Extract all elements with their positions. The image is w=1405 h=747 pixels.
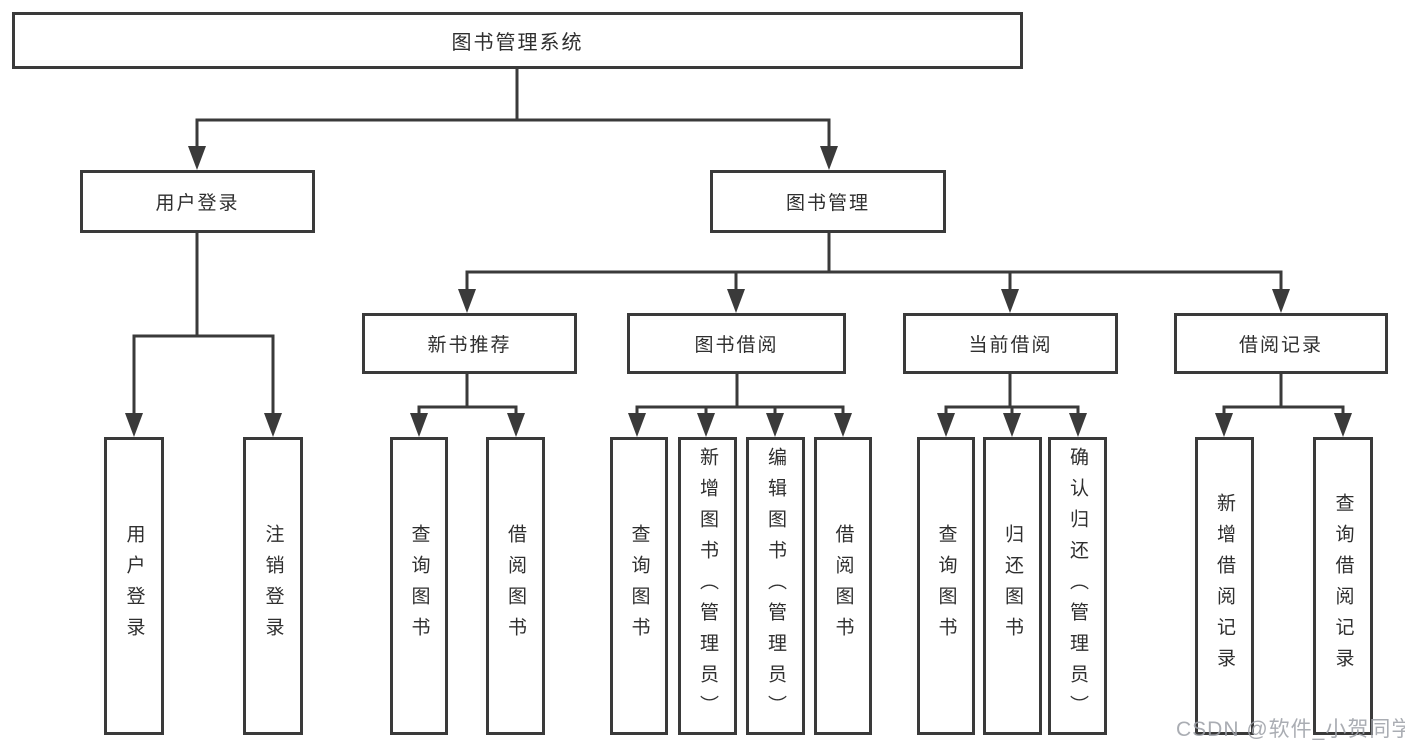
leaf-label: 查询图书 bbox=[935, 524, 957, 648]
node-label: 借阅记录 bbox=[1238, 335, 1323, 356]
leaf-label: 查询图书 bbox=[408, 524, 430, 648]
leaf-label: 确认归还（管理员） bbox=[1067, 446, 1088, 726]
node-label: 图书管理系统 bbox=[451, 32, 584, 54]
leaf-logout: 注销登录 bbox=[243, 437, 303, 735]
node-book-management: 图书管理 bbox=[710, 170, 946, 233]
leaf-label: 查询图书 bbox=[628, 524, 650, 648]
leaf-label: 借阅图书 bbox=[505, 524, 526, 648]
node-label: 图书借阅 bbox=[694, 335, 779, 356]
leaf-return-books: 归还图书 bbox=[983, 437, 1042, 735]
leaf-query-books-borrow: 查询图书 bbox=[610, 437, 668, 735]
leaf-edit-books-admin: 编辑图书（管理员） bbox=[746, 437, 805, 735]
leaf-label: 查询借阅记录 bbox=[1332, 493, 1354, 679]
leaf-label: 注销登录 bbox=[262, 524, 284, 648]
csdn-watermark: CSDN @软件_小贺同学 bbox=[1176, 718, 1405, 741]
node-label: 新书推荐 bbox=[427, 335, 512, 356]
leaf-borrow-books: 借阅图书 bbox=[814, 437, 872, 735]
node-new-book-recommend: 新书推荐 bbox=[362, 313, 577, 374]
leaf-user-login: 用户登录 bbox=[104, 437, 164, 735]
node-label: 当前借阅 bbox=[968, 335, 1053, 356]
node-user-login: 用户登录 bbox=[80, 170, 315, 233]
leaf-label: 借阅图书 bbox=[832, 524, 854, 648]
node-current-borrow: 当前借阅 bbox=[903, 313, 1118, 374]
leaf-query-books-current: 查询图书 bbox=[917, 437, 975, 735]
leaf-confirm-return-admin: 确认归还（管理员） bbox=[1048, 437, 1107, 735]
leaf-label: 新增借阅记录 bbox=[1214, 493, 1235, 679]
node-library-management-system: 图书管理系统 bbox=[12, 12, 1023, 69]
leaf-query-books-recommend: 查询图书 bbox=[390, 437, 448, 735]
leaf-query-borrow-record: 查询借阅记录 bbox=[1313, 437, 1373, 735]
leaf-label: 用户登录 bbox=[123, 524, 145, 648]
leaf-add-books-admin: 新增图书（管理员） bbox=[678, 437, 737, 735]
node-label: 图书管理 bbox=[785, 193, 870, 214]
leaf-label: 新增图书（管理员） bbox=[697, 446, 718, 726]
leaf-borrow-books-recommend: 借阅图书 bbox=[486, 437, 545, 735]
node-label: 用户登录 bbox=[155, 193, 240, 214]
leaf-label: 归还图书 bbox=[1002, 524, 1023, 648]
node-borrow-records: 借阅记录 bbox=[1174, 313, 1388, 374]
leaf-add-borrow-record: 新增借阅记录 bbox=[1195, 437, 1254, 735]
leaf-label: 编辑图书（管理员） bbox=[765, 446, 786, 726]
node-book-borrow: 图书借阅 bbox=[627, 313, 846, 374]
